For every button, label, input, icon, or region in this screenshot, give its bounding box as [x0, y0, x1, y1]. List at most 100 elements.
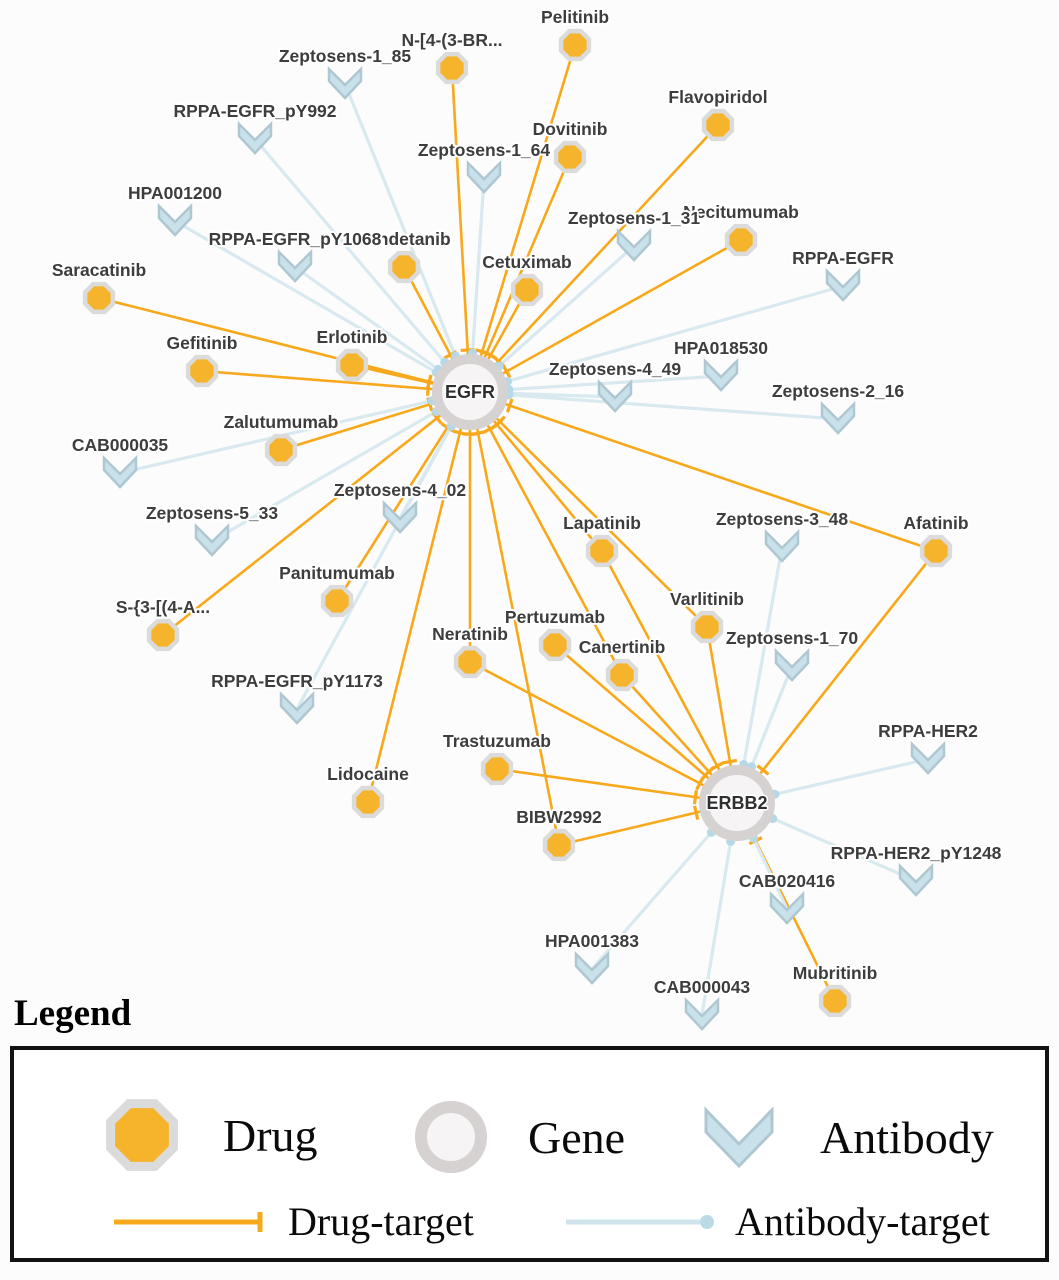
antibody-node-zeptosens_4_02 — [382, 499, 418, 534]
antibody-node-cab000035 — [102, 454, 138, 489]
antibody-node-zeptosens_3_48 — [764, 528, 800, 563]
node-label-zeptosens_4_02: Zeptosens-4_02 — [334, 480, 467, 500]
node-label-erbb2: ERBB2 — [706, 793, 767, 813]
drug-edge-tee — [702, 765, 716, 778]
node-label-zeptosens_1_31: Zeptosens-1_31 — [568, 208, 701, 228]
drug-node-bibw2992 — [542, 828, 576, 862]
legend-label-drug: Drug — [223, 1109, 318, 1161]
antibody-target-edge — [469, 390, 839, 421]
drug-target-edge — [450, 67, 472, 393]
drug-edge-tee — [482, 424, 497, 434]
drug-node-trastuzumab — [480, 752, 514, 786]
node-label-zalutumumab: Zalutumumab — [224, 412, 339, 432]
drug-node-mubritinib — [818, 984, 852, 1018]
drug-node-lapatinib — [585, 534, 619, 568]
drug-node-canertinib — [605, 658, 639, 692]
drug-edge-tee — [505, 398, 514, 413]
antibody-node-cab020416 — [769, 890, 805, 925]
node-label-zeptosens_1_70: Zeptosens-1_70 — [726, 628, 859, 648]
drug-edge-tee — [501, 364, 512, 379]
node-label-rppa_egfr_py992: RPPA-EGFR_pY992 — [173, 101, 336, 121]
drug-target-edge — [469, 391, 708, 628]
antibody-target-edge — [211, 390, 471, 543]
node-label-n4_3br: N-[4-(3-BR... — [401, 30, 502, 50]
node-label-saracatinib: Saracatinib — [52, 260, 146, 280]
node-label-bibw2992: BIBW2992 — [516, 807, 602, 827]
antibody-target-edge — [343, 83, 472, 393]
drug-node-flavopiridol — [701, 108, 735, 142]
antibody-node-zeptosens_2_16 — [820, 400, 856, 435]
gene-circle-icon — [415, 1101, 487, 1173]
antibody-target-edge — [119, 390, 471, 475]
node-label-rppa_her2_py1248: RPPA-HER2_pY1248 — [831, 843, 1002, 863]
drug-node-panitumumab — [320, 584, 354, 618]
node-label-cab000035: CAB000035 — [72, 435, 169, 455]
drug-node-lidocaine — [351, 785, 385, 819]
node-label-canertinib: Canertinib — [579, 637, 666, 657]
legend-title: Legend — [14, 993, 132, 1034]
node-label-rppa_egfr_py1173: RPPA-EGFR_pY1173 — [211, 671, 383, 691]
antibody-node-zeptosens_5_33 — [194, 522, 230, 557]
drug-edge-tee — [483, 350, 498, 361]
drug-target-edge — [469, 660, 738, 805]
node-label-necitumumab: Necitumumab — [683, 202, 799, 222]
node-label-varlitinib: Varlitinib — [670, 589, 744, 609]
drug-edge-tee — [425, 375, 433, 390]
drug-target-edge — [98, 296, 471, 394]
antibody-node-hpa001200 — [157, 202, 193, 237]
antibody-target-edge — [295, 391, 472, 710]
drug-target-edge — [496, 767, 738, 805]
node-label-rppa_egfr: RPPA-EGFR — [792, 248, 894, 268]
antibody-target-edge — [469, 284, 844, 394]
edge-end-layer — [425, 348, 780, 846]
node-label-zeptosens_2_16: Zeptosens-2_16 — [772, 381, 905, 401]
node-label-flavopiridol: Flavopiridol — [668, 87, 767, 107]
drug-edge-tee — [692, 805, 700, 820]
drug-node-dovitinib — [553, 140, 587, 174]
gene-node-erbb2 — [699, 765, 775, 841]
node-label-zeptosens_4_49: Zeptosens-4_49 — [549, 359, 682, 379]
legend-label-drug-target: Drug-target — [288, 1199, 474, 1244]
gene-node-egfr — [432, 354, 508, 430]
drug-node-zalutumumab — [264, 433, 298, 467]
antibody-node-zeptosens_1_70 — [774, 647, 810, 682]
antibody-node-cab000043 — [684, 996, 720, 1031]
drug-target-edge — [201, 369, 471, 394]
node-label-zeptosens_1_64: Zeptosens-1_64 — [418, 140, 551, 160]
legend-item-antibody: Antibody — [696, 1098, 994, 1176]
label-layer: EGFRERBB2PelitinibN-[4-(3-BR...Dovitinib… — [50, 5, 1004, 999]
legend-item-drug-target: Drug-target — [112, 1198, 474, 1245]
node-label-zeptosens_3_48: Zeptosens-3_48 — [716, 509, 849, 529]
node-label-gefitinib: Gefitinib — [167, 333, 238, 353]
node-label-afatinib: Afatinib — [903, 513, 968, 533]
drug-octagon-icon — [106, 1099, 178, 1171]
drug-target-edge — [162, 390, 471, 637]
drug-target-edge — [554, 644, 738, 804]
antibody-node-zeptosens_1_85 — [327, 65, 363, 100]
antibody-node-rppa_her2_py1248 — [898, 862, 934, 897]
node-label-pertuzumab: Pertuzumab — [505, 607, 605, 627]
antibody-node-rppa_egfr_py1068 — [277, 248, 313, 283]
node-label-hpa001383: HPA001383 — [545, 931, 639, 951]
drug-target-edge — [469, 238, 742, 394]
drug-node-gefitinib — [185, 354, 219, 388]
node-label-mubritinib: Mubritinib — [793, 963, 878, 983]
drug-edge-tee — [452, 429, 468, 437]
drug-target-edge — [468, 391, 561, 846]
drug-node-afatinib — [919, 534, 953, 568]
node-label-trastuzumab: Trastuzumab — [443, 731, 551, 751]
antibody-target-edge — [253, 137, 472, 394]
node-label-cetuximab: Cetuximab — [482, 252, 571, 272]
node-label-rppa_egfr_py1068: RPPA-EGFR_pY1068 — [209, 229, 382, 249]
node-label-s3_4a: S-{3-[(4-A... — [116, 597, 210, 617]
legend-label-antibody: Antibody — [820, 1111, 994, 1163]
antibody-node-zeptosens_1_64 — [466, 159, 502, 194]
antibody-target-edge-icon — [566, 1214, 714, 1229]
node-label-erlotinib: Erlotinib — [317, 327, 388, 347]
antibody-target-edge — [174, 219, 471, 394]
drug-target-edge — [735, 550, 938, 804]
drug-node-n4_3br — [435, 51, 469, 85]
node-label-egfr: EGFR — [445, 382, 495, 402]
